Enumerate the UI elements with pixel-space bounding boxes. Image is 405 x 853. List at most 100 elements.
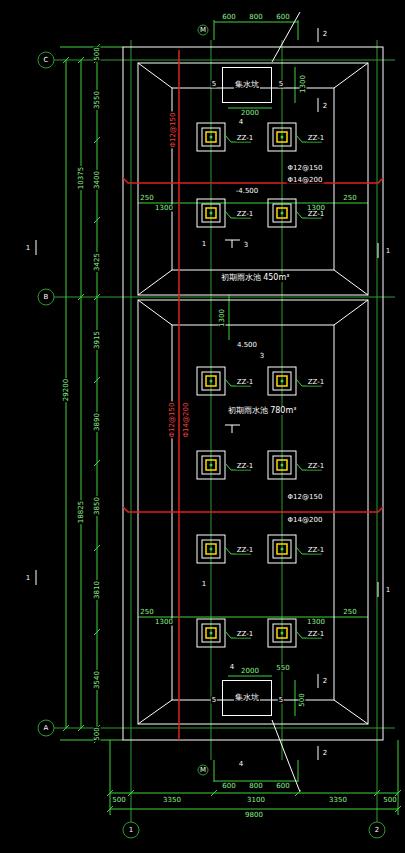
drawing-stroke: [138, 63, 172, 88]
drawing-stroke: [334, 300, 368, 325]
callout-text: M: [199, 27, 207, 34]
drawing-stroke: [232, 425, 233, 433]
dimension-text: 9800: [244, 812, 264, 819]
drawing-stroke: [268, 123, 296, 151]
dimension-text: 600: [221, 783, 236, 790]
drawing-stroke: [281, 464, 284, 467]
dimension-text: 600: [221, 14, 236, 21]
drawing-stroke: [268, 199, 296, 227]
drawing-stroke: [210, 212, 213, 215]
callout-text: 3: [259, 353, 265, 360]
drawing-stroke: [54, 297, 395, 298]
callout-text: 5: [278, 81, 284, 88]
drawing-stroke: [107, 806, 113, 812]
tank-chamber: 初期雨水池 450m³集水坑: [138, 63, 368, 295]
drawing-stroke: [197, 123, 322, 647]
dimension-text: 2000: [240, 110, 260, 117]
drawing-stroke: [202, 372, 220, 390]
dimension-text: 600: [275, 783, 290, 790]
drawing-stroke: [210, 136, 213, 139]
callout-text: 1: [25, 575, 31, 582]
drawing-stroke: [398, 740, 399, 815]
callout-text: 1: [201, 241, 207, 248]
drawing-stroke: [232, 240, 233, 248]
dimension-text: 1300: [219, 308, 226, 328]
dimension-text: 3100: [246, 797, 266, 804]
drawing-stroke: [38, 720, 54, 736]
sump-label: 集水坑: [234, 694, 260, 702]
dimension-text: 1300: [300, 74, 307, 94]
drawing-stroke: [295, 67, 296, 103]
drawing-stroke: [281, 548, 284, 551]
drawing-stroke: [214, 760, 215, 782]
drawing-stroke: [202, 204, 220, 222]
drawing-stroke: [206, 376, 216, 386]
drawing-stroke: [318, 28, 319, 42]
drawing-stroke: [123, 178, 383, 183]
tank-chamber: 初期雨水池 780m³集水坑: [138, 300, 368, 724]
drawing-stroke: [138, 270, 172, 295]
callout-text: 1: [385, 587, 391, 594]
drawing-stroke: [123, 507, 383, 512]
callout-text: 2: [374, 827, 380, 834]
drawing-stroke: [273, 456, 291, 474]
drawing-stroke: [197, 199, 225, 227]
drawing-stroke: [36, 240, 37, 255]
dimension-text: 250: [342, 609, 357, 616]
drawing-stroke: [228, 108, 272, 109]
drawing-stroke: [63, 44, 401, 812]
drawing-stroke: [202, 540, 220, 558]
drawing-stroke: [268, 367, 296, 395]
dimension-text: 1300: [154, 619, 174, 626]
drawing-stroke: [214, 20, 215, 40]
drawing-stroke: [38, 25, 395, 838]
callout-text: ZZ-1: [307, 463, 325, 470]
drawing-stroke: [36, 12, 401, 838]
drawing-stroke: [198, 765, 208, 775]
drawing-stroke: [268, 619, 296, 647]
drawing-stroke: [94, 217, 100, 223]
drawing-stroke: [282, 40, 283, 760]
drawing-stroke: [318, 98, 319, 112]
drawing-stroke: [63, 57, 69, 63]
drawing-stroke: [138, 300, 172, 325]
dimension-text: 3400: [94, 170, 101, 190]
rebar-note: Φ14@200: [183, 402, 190, 439]
dimension-text: 250: [139, 195, 154, 202]
dimension-text: 250: [342, 195, 357, 202]
drawing-stroke: [94, 629, 100, 635]
dimension-text: 3915: [94, 330, 101, 350]
drawing-stroke: [277, 376, 287, 386]
drawing-stroke: [123, 50, 383, 740]
drawing-stroke: [206, 208, 216, 218]
drawing-stroke: [298, 760, 299, 782]
drawing-stroke: [60, 740, 123, 741]
callout-text: 1: [201, 581, 207, 588]
drawing-stroke: [369, 822, 385, 838]
callout-text: Φ14@200: [287, 517, 324, 524]
dimension-text: 500: [94, 726, 101, 741]
callout-text: Φ12@150: [287, 165, 324, 172]
callout-text: A: [43, 725, 50, 732]
callout-text: B: [43, 294, 50, 301]
dimension-text: 550: [275, 665, 290, 672]
drawing-stroke: [210, 632, 213, 635]
drawing-stroke: [395, 790, 401, 796]
drawing-stroke: [138, 63, 368, 295]
drawing-stroke: [202, 128, 220, 146]
drawing-stroke: [277, 132, 287, 142]
drawing-stroke: [94, 377, 100, 383]
drawing-stroke: [197, 123, 225, 151]
drawing-stroke: [214, 781, 298, 782]
callout-text: M: [199, 767, 207, 774]
drawing-stroke: [377, 40, 378, 822]
drawing-stroke: [54, 728, 395, 729]
callout-text: ZZ-1: [307, 379, 325, 386]
callout-text: ZZ-1: [236, 211, 254, 218]
drawing-stroke: [78, 294, 84, 300]
dimension-text: 3350: [162, 797, 182, 804]
callout-text: ZZ-1: [307, 547, 325, 554]
drawing-stroke: [206, 132, 216, 142]
drawing-stroke: [272, 720, 300, 792]
